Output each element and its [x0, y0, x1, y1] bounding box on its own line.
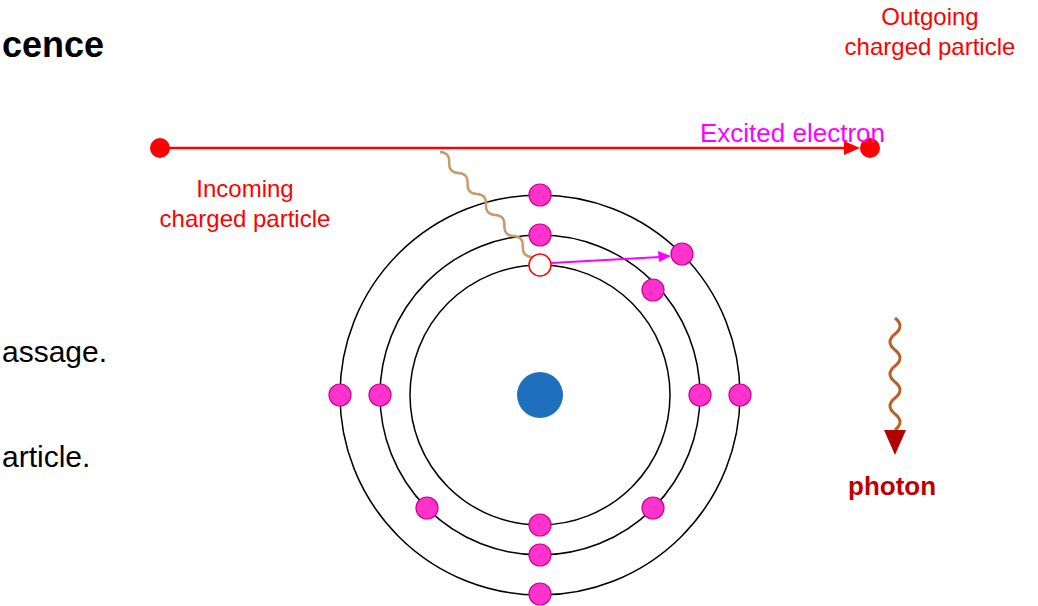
- electron: [729, 384, 751, 406]
- nucleus: [517, 372, 563, 418]
- electrons: [329, 184, 751, 605]
- photon-squiggle: [890, 318, 900, 430]
- electron: [642, 497, 664, 519]
- interaction-squiggle: [440, 152, 532, 257]
- particle-label: Outgoing charged particle: [840, 2, 1020, 62]
- incoming-particle: [150, 138, 170, 158]
- particle-label: Incoming charged particle: [155, 174, 335, 234]
- inner-shell: [410, 265, 670, 525]
- outer-shell: [340, 195, 740, 595]
- electron: [529, 184, 551, 206]
- body-text: article.: [2, 438, 90, 476]
- middle-shell: [380, 235, 700, 555]
- electron: [369, 384, 391, 406]
- excitation-arrow: [551, 257, 660, 263]
- excited-electron-dot: [671, 243, 693, 265]
- body-text: assage.: [2, 333, 107, 371]
- vacancy: [529, 254, 551, 276]
- electron: [329, 384, 351, 406]
- electron-label: Excited electron: [700, 117, 885, 150]
- photon-label: photon: [848, 470, 936, 503]
- photon-arrowhead: [884, 430, 906, 455]
- electron: [416, 497, 438, 519]
- slide-title: cence: [2, 22, 104, 67]
- electron: [529, 224, 551, 246]
- electron: [529, 544, 551, 566]
- electron: [529, 583, 551, 605]
- electron: [689, 384, 711, 406]
- electron: [642, 279, 664, 301]
- electron: [529, 514, 551, 536]
- excitation-arrowhead: [658, 251, 671, 262]
